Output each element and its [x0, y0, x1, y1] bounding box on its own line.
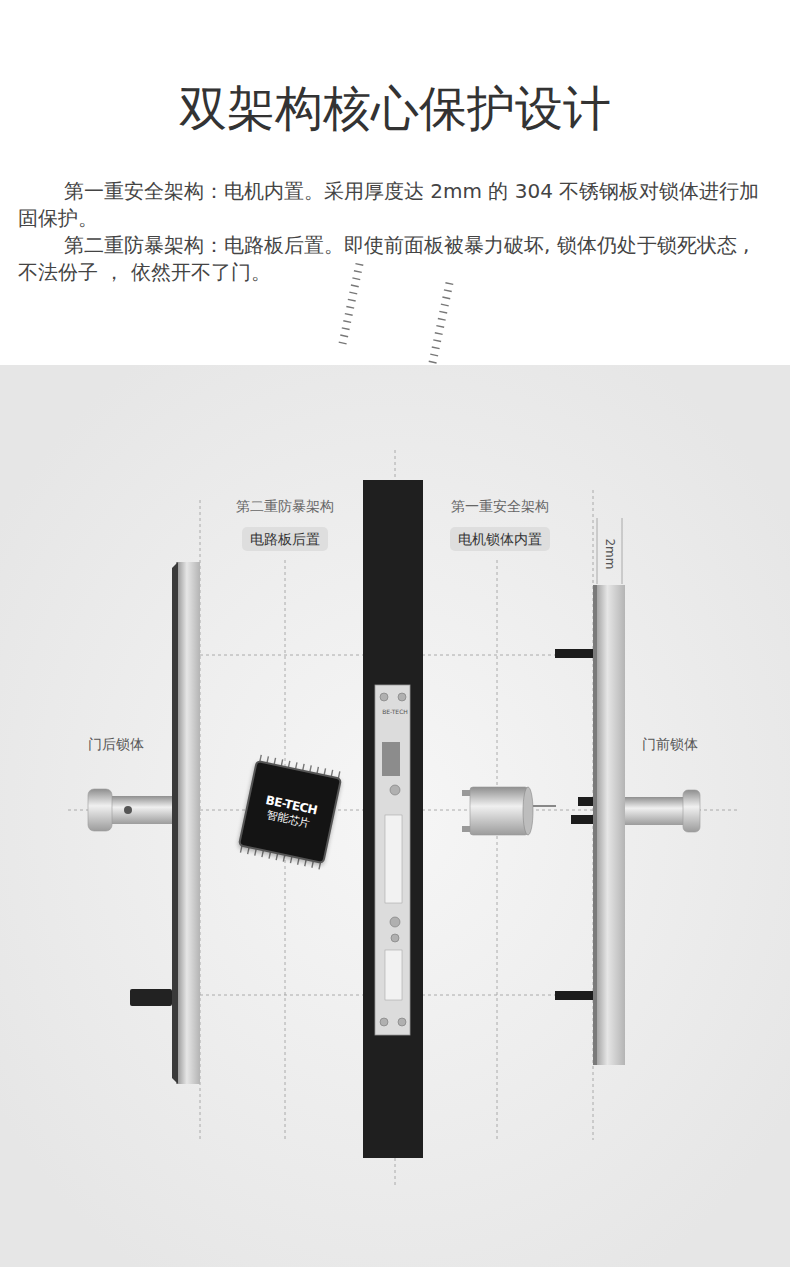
dimension-label: 2mm [603, 534, 617, 574]
body-paragraph: 第一重安全架构：电机内置。采用厚度达 2mm 的 304 不锈钢板对锁体进行加固… [18, 178, 773, 232]
body-paragraph: 第二重防暴架构：电路板后置。即使前面板被暴力破坏, 锁体仍处于锁死状态 , 不法… [18, 232, 773, 286]
brand-mark: BE-TECH [378, 708, 412, 715]
callout-text: 电路板后置 [250, 531, 320, 547]
callout-heading: 第二重防暴架构 [236, 497, 334, 515]
part-label: 门后锁体 [88, 736, 144, 754]
callout-heading: 第一重安全架构 [451, 497, 549, 515]
callout-pill: 电机锁体内置第一重安全架构 [450, 527, 550, 551]
callout-pill: 电路板后置第二重防暴架构 [242, 527, 328, 551]
part-label: 门前锁体 [642, 736, 698, 754]
page-title: 双架构核心保护设计 [0, 80, 790, 138]
chip-body: BE-TECH智能芯片 [238, 760, 342, 864]
callout-text: 电机锁体内置 [458, 531, 542, 547]
